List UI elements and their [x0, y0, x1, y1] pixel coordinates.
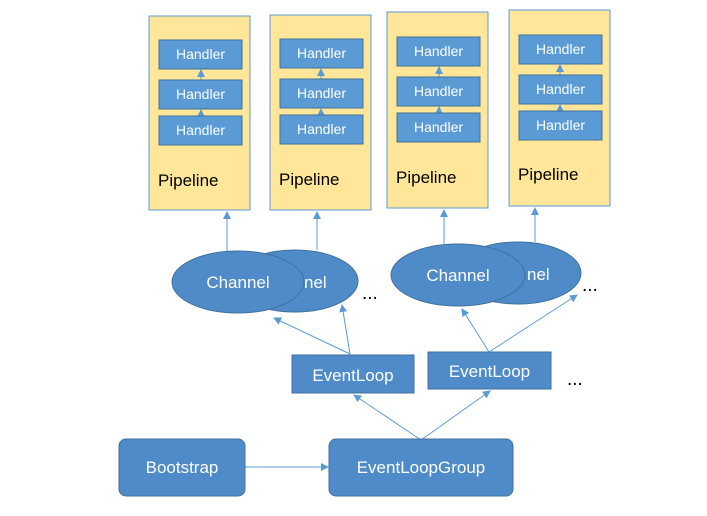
handler-box	[396, 112, 481, 143]
handler-label: Handler	[414, 83, 463, 99]
handler-box	[279, 38, 364, 69]
bootstrap: Bootstrap	[118, 438, 246, 497]
more-channels-ellipsis: ...	[362, 283, 378, 304]
handler-label: Handler	[414, 119, 463, 135]
pipeline-label: Pipeline	[518, 165, 579, 184]
handler-box	[158, 79, 243, 110]
group-to-eventloop-arrow	[420, 390, 491, 441]
pipeline-label: Pipeline	[279, 170, 340, 189]
eventloop-to-channel-arrow	[339, 304, 351, 355]
channel-group-2: nel Channel	[390, 241, 582, 307]
handler-box	[158, 39, 243, 70]
more-channels-ellipsis: ...	[582, 275, 598, 296]
channel-front-label: Channel	[206, 273, 269, 292]
eventloop-to-channel-arrow	[461, 308, 490, 353]
pipeline-4: Handler Handler Handler Pipeline	[508, 9, 611, 207]
pipeline-label: Pipeline	[158, 171, 219, 190]
channel-back-label: nel	[527, 265, 550, 284]
handler-label: Handler	[297, 85, 346, 101]
handler-label: Handler	[297, 121, 346, 137]
group-to-eventloop-arrow	[353, 394, 422, 441]
event-loop-group: EventLoopGroup	[328, 438, 514, 497]
eventloop-box	[427, 351, 552, 390]
channel-back-label: nel	[304, 273, 327, 292]
handler-box	[518, 34, 603, 65]
handler-label: Handler	[176, 86, 225, 102]
handler-label: Handler	[176, 46, 225, 62]
eventloop-label: EventLoop	[449, 362, 530, 381]
pipeline-1: Handler Handler Handler Pipeline	[148, 15, 251, 211]
bootstrap-label: Bootstrap	[146, 458, 219, 477]
handler-label: Handler	[536, 117, 585, 133]
eventloop-to-channel-arrow	[488, 294, 578, 353]
handler-label: Handler	[536, 81, 585, 97]
more-eventloops-ellipsis: ...	[567, 369, 583, 390]
event-loop-group-box	[328, 438, 514, 497]
eventloop-to-channel-arrow	[273, 317, 351, 355]
eventloop-1: EventLoop	[291, 354, 415, 394]
handler-label: Handler	[536, 41, 585, 57]
handler-label: Handler	[297, 45, 346, 61]
bootstrap-box	[118, 438, 246, 497]
handler-box	[396, 36, 481, 67]
handler-box	[279, 114, 364, 145]
channel-group-1: nel Channel	[171, 249, 359, 314]
event-loop-group-label: EventLoopGroup	[357, 458, 486, 477]
eventloop-label: EventLoop	[312, 366, 393, 385]
handler-label: Handler	[176, 122, 225, 138]
channel-front-ellipse	[390, 243, 526, 307]
pipeline-3: Handler Handler Handler Pipeline	[386, 11, 489, 209]
pipeline-label: Pipeline	[396, 168, 457, 187]
channel-front-label: Channel	[426, 266, 489, 285]
eventloop-box	[291, 354, 415, 394]
handler-label: Handler	[414, 43, 463, 59]
handler-box	[518, 110, 603, 141]
channel-front-ellipse	[171, 250, 305, 314]
handler-box	[518, 74, 603, 105]
handler-box	[279, 78, 364, 109]
eventloop-2: EventLoop	[427, 351, 552, 390]
pipeline-2: Handler Handler Handler Pipeline	[269, 14, 372, 211]
handler-box	[158, 115, 243, 146]
handler-box	[396, 76, 481, 107]
